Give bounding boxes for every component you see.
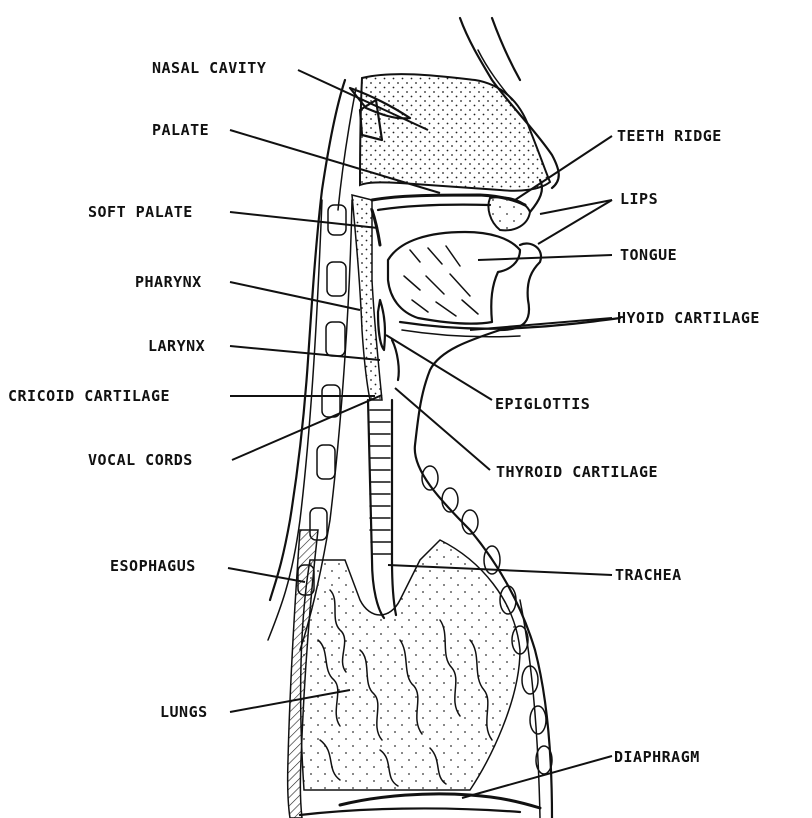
label-pharynx: PHARYNX bbox=[135, 273, 202, 291]
label-palate: PALATE bbox=[152, 121, 209, 139]
lungs-region bbox=[301, 540, 520, 790]
label-trachea: TRACHEA bbox=[615, 566, 682, 584]
label-soft-palate: SOFT PALATE bbox=[88, 203, 193, 221]
label-tongue: TONGUE bbox=[620, 246, 677, 264]
leader-tongue bbox=[478, 255, 612, 260]
label-vocal-cords: VOCAL CORDS bbox=[88, 451, 193, 469]
label-nasal-cavity: NASAL CAVITY bbox=[152, 59, 266, 77]
anatomy-illustration bbox=[268, 18, 620, 818]
label-diaphragm: DIAPHRAGM bbox=[614, 748, 700, 766]
leader-thyroid bbox=[395, 388, 490, 470]
tongue bbox=[388, 232, 520, 324]
label-hyoid-cartilage: HYOID CARTILAGE bbox=[617, 309, 760, 327]
leader-epiglottis bbox=[386, 335, 492, 400]
label-lungs: LUNGS bbox=[160, 703, 208, 721]
label-lips: LIPS bbox=[620, 190, 658, 208]
label-cricoid-cartilage: CRICOID CARTILAGE bbox=[8, 387, 170, 405]
leader-esophagus bbox=[228, 568, 305, 582]
label-teeth-ridge: TEETH RIDGE bbox=[617, 127, 722, 145]
label-esophagus: ESOPHAGUS bbox=[110, 557, 196, 575]
leader-larynx bbox=[230, 346, 380, 360]
label-thyroid-cartilage: THYROID CARTILAGE bbox=[496, 463, 658, 481]
trachea-tube bbox=[368, 400, 396, 618]
label-epiglottis: EPIGLOTTIS bbox=[495, 395, 590, 413]
label-larynx: LARYNX bbox=[148, 337, 205, 355]
